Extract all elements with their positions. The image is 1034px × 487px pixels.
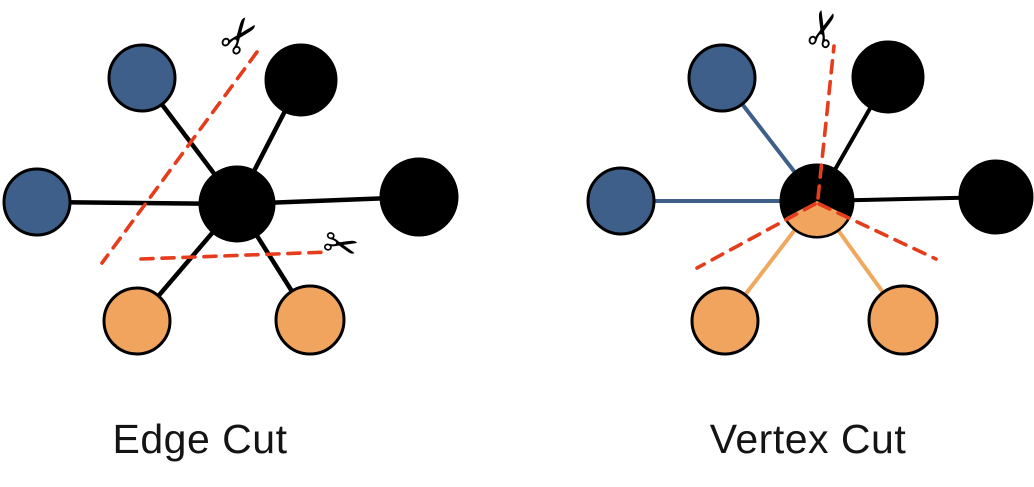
node-center (198, 165, 276, 243)
node-blue-left (586, 166, 656, 236)
node-orange-bottom-left (102, 286, 172, 356)
node-black-right (958, 159, 1034, 235)
node-black-top-right (264, 43, 338, 117)
node-orange-bottom-left (690, 286, 760, 356)
node-blue-top-left (687, 43, 757, 113)
node-black-right (379, 157, 459, 237)
cut-line (816, 44, 836, 200)
node-black-top-right (851, 40, 925, 114)
edge-cut-diagram-label: Edge Cut (113, 416, 288, 462)
node-orange-bottom-right (274, 284, 346, 356)
scissors-icon: ✂ (792, 3, 857, 56)
vertex-cut-diagram-label: Vertex Cut (710, 416, 907, 462)
node-blue-left (2, 167, 72, 237)
cut-line (139, 250, 331, 261)
scissors-icon: ✂ (206, 3, 275, 69)
edge-cut-diagram: ✂ ✂ Edge Cut (2, 3, 459, 462)
scissors-icon: ✂ (318, 217, 364, 273)
cut-line (817, 202, 938, 261)
center-wedge (786, 201, 849, 236)
node-blue-top-left (107, 43, 177, 113)
cut-line (695, 202, 817, 270)
node-orange-bottom-right (867, 284, 939, 356)
cut-line (100, 50, 259, 265)
vertex-cut-diagram: ✂ Vertex Cut (586, 3, 1034, 462)
